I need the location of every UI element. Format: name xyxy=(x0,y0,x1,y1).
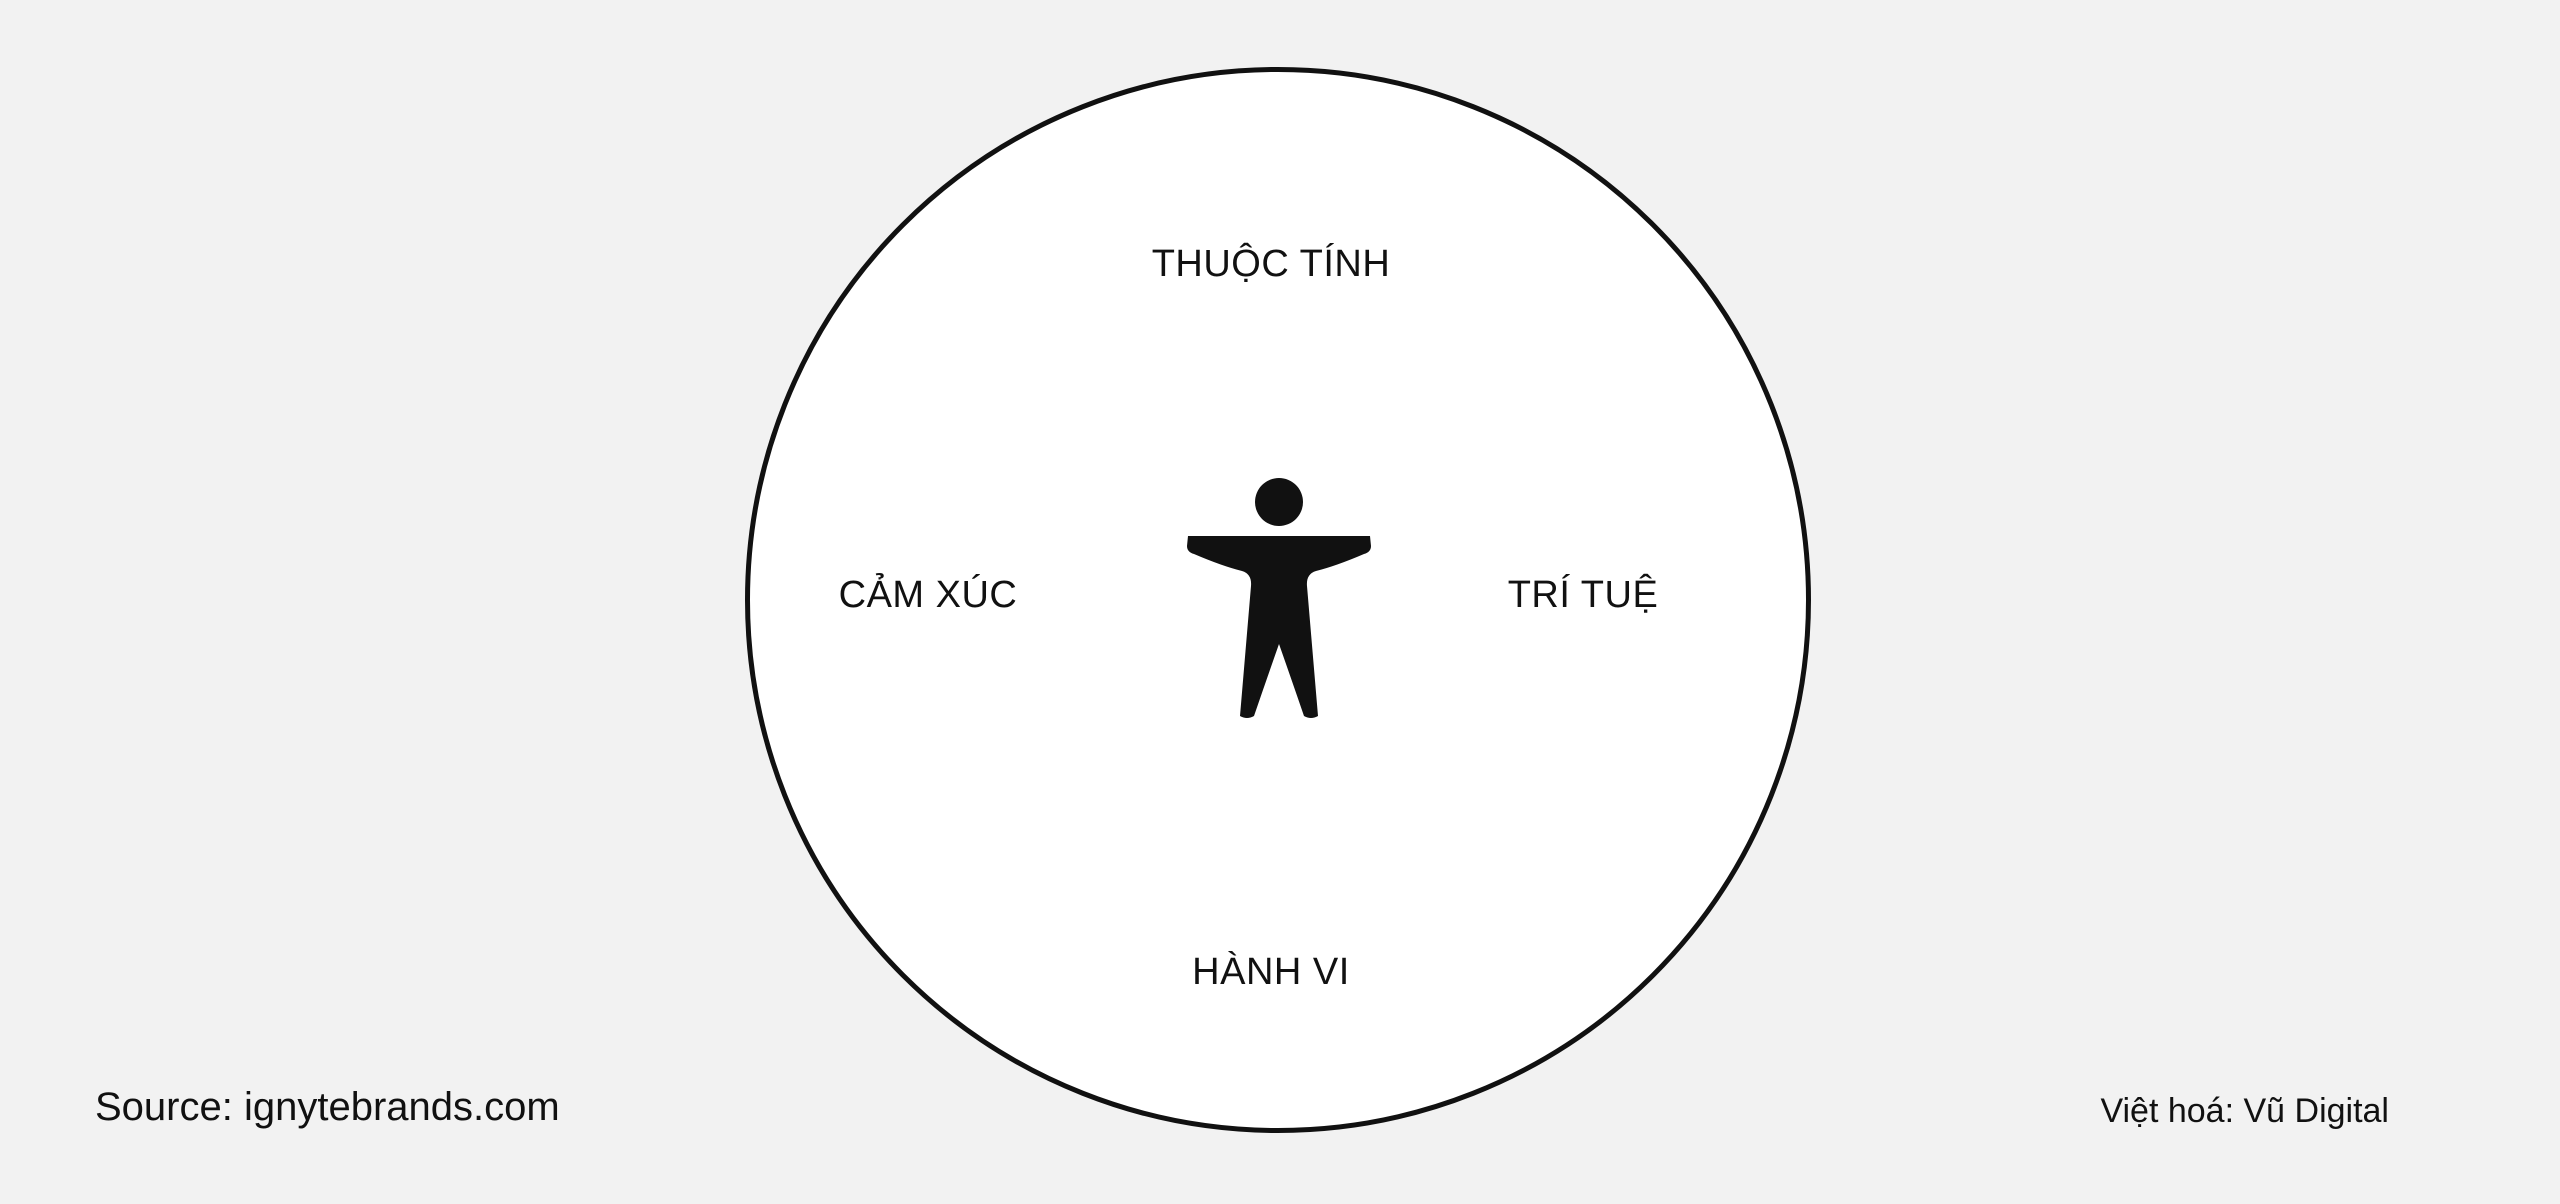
label-left: CẢM XÚC xyxy=(838,574,1018,616)
label-right: TRÍ TUỆ xyxy=(1507,574,1659,616)
credit-text: Việt hoá: Vũ Digital xyxy=(2100,1092,2389,1130)
source-text: Source: ignytebrands.com xyxy=(95,1085,560,1129)
label-top: THUỘC TÍNH xyxy=(1151,243,1391,285)
person-icon xyxy=(1187,478,1371,718)
label-bottom: HÀNH VI xyxy=(1192,951,1350,993)
